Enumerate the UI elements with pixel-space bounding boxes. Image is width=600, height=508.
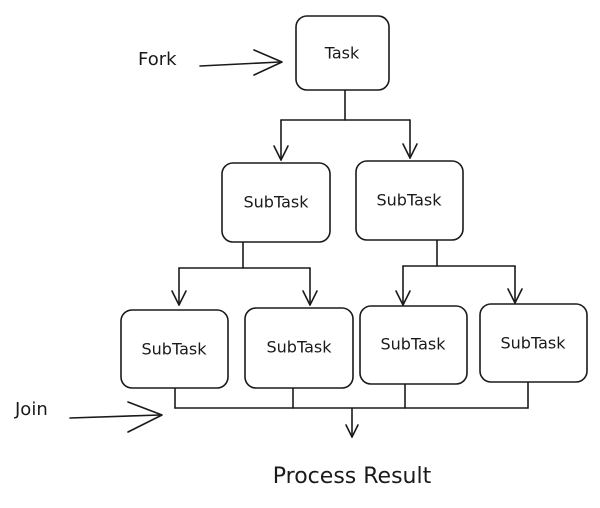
arrowhead-to-result [345, 424, 359, 438]
arrowhead-to-subtask-left [273, 145, 289, 161]
arrowhead-to-subtask-right [402, 143, 418, 159]
fork-arrowhead [253, 49, 283, 76]
subtask-node-2: SubTask [244, 307, 354, 389]
process-result-label: Process Result [273, 464, 432, 489]
subtask-label: SubTask [501, 334, 567, 353]
subtask-node-4: SubTask [479, 303, 588, 383]
join-label: Join [14, 399, 48, 420]
fork-label: Fork [138, 49, 177, 70]
arrowhead-to-subtask-1 [171, 290, 187, 306]
subtask-label: SubTask [381, 335, 447, 354]
join-arrowhead [127, 401, 163, 433]
root-connectors [273, 89, 418, 161]
subtask-label: SubTask [267, 338, 333, 357]
arrowhead-to-subtask-2 [302, 290, 318, 306]
right-subtask-connectors [395, 239, 523, 306]
join-arrow-shaft [69, 414, 161, 419]
subtask-node-right: SubTask [355, 160, 464, 241]
join-connectors [174, 381, 529, 438]
subtask-node-left: SubTask [221, 162, 331, 243]
join-pointer: Join [14, 399, 163, 433]
arrowhead-to-subtask-3 [395, 290, 411, 306]
arrowhead-to-subtask-4 [507, 288, 523, 304]
task-node-label: Task [324, 44, 360, 63]
subtask-label: SubTask [244, 193, 310, 212]
task-node: Task [295, 15, 390, 91]
fork-pointer: Fork [138, 49, 283, 76]
subtask-label: SubTask [377, 191, 443, 210]
fork-arrow-shaft [199, 61, 281, 67]
subtask-node-3: SubTask [359, 305, 468, 385]
left-subtask-connectors [171, 241, 318, 306]
subtask-node-1: SubTask [120, 309, 229, 389]
subtask-label: SubTask [142, 340, 208, 359]
